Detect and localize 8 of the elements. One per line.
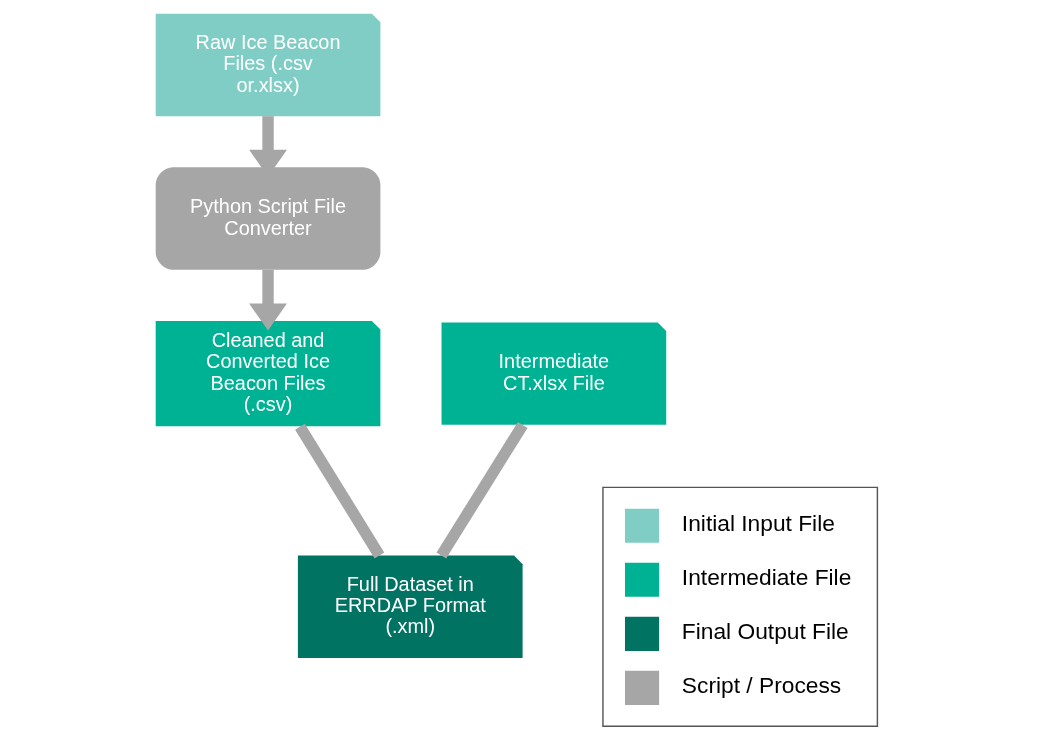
node-box: Python Script File Converter xyxy=(155,167,381,270)
connector xyxy=(295,423,385,559)
legend-label: Initial Input File xyxy=(681,510,835,537)
arrow xyxy=(249,269,287,331)
legend-label: Final Output File xyxy=(681,618,849,645)
legend-label: Intermediate File xyxy=(681,564,852,591)
connector xyxy=(436,422,528,559)
legend-label: Script / Process xyxy=(681,672,842,699)
